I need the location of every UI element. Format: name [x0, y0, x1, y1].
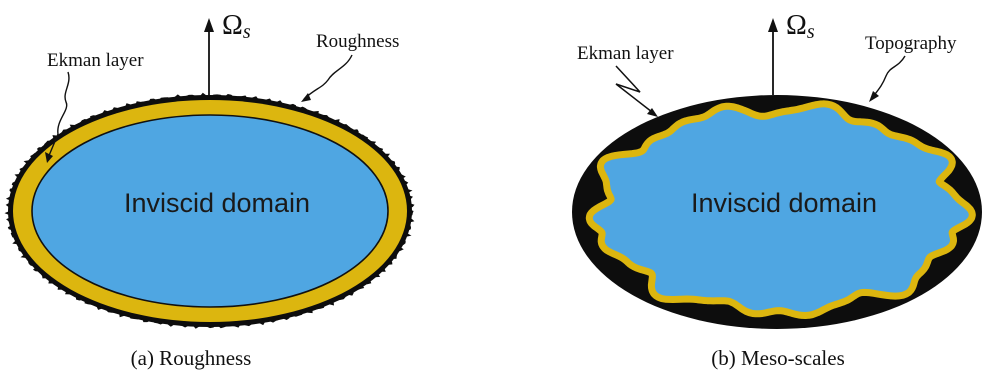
ekman-label-a: Ekman layer: [47, 50, 144, 71]
rotation-arrow-head-a: [204, 18, 214, 32]
topography-leader-b: [872, 56, 905, 98]
omega-label-b: Ωs: [786, 10, 815, 43]
roughness-label-a: Roughness: [316, 31, 399, 52]
domain-label-a: Inviscid domain: [124, 188, 310, 218]
roughness-leader-a: [304, 55, 352, 99]
caption-a: (a) Roughness: [131, 346, 252, 370]
domain-label-b: Inviscid domain: [691, 188, 877, 218]
panel-b: Inviscid domain Ωs Ekman layer Topograph…: [572, 10, 982, 370]
ekman-leader-b: [616, 66, 652, 112]
topography-leader-tip-b: [869, 91, 879, 102]
omega-label-a: Ωs: [222, 10, 251, 43]
ekman-label-b: Ekman layer: [577, 43, 674, 64]
panel-a: Inviscid domain Ωs Ekman layer Roughness…: [5, 10, 415, 370]
topography-label-b: Topography: [865, 33, 957, 54]
rotation-arrow-head-b: [768, 18, 778, 32]
caption-b: (b) Meso-scales: [711, 346, 845, 370]
